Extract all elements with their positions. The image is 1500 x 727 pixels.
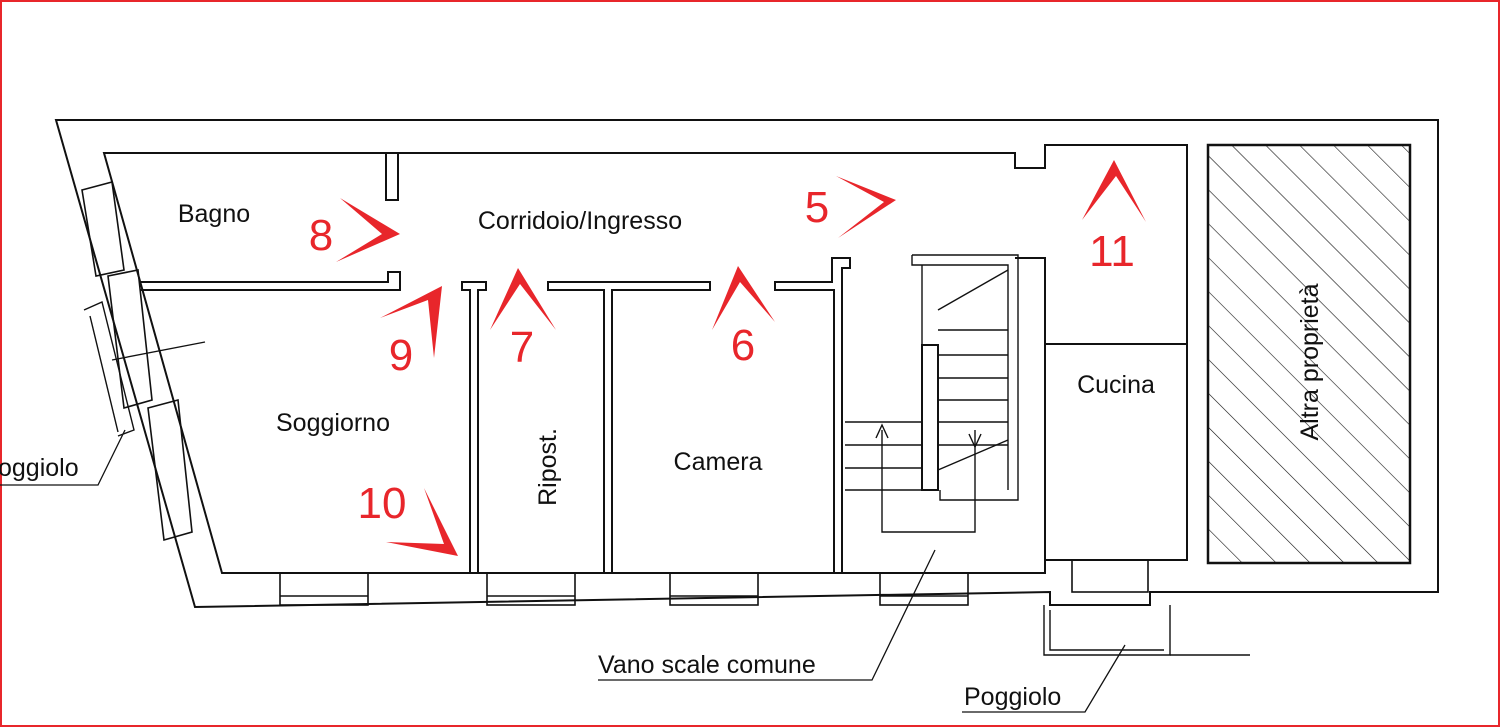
room-label-corridoio: Corridoio/Ingresso <box>478 207 682 235</box>
left-windows <box>81 180 193 542</box>
view-arrow-5 <box>836 176 896 238</box>
view-arrow-9 <box>380 286 442 358</box>
marker-label-11: 11 <box>1089 227 1135 276</box>
marker-label-9: 9 <box>389 331 413 380</box>
callout-poggiolo-bottom: Poggiolo <box>964 683 1061 711</box>
room-label-bagno: Bagno <box>178 200 250 228</box>
room-label-altra-proprieta: Altra proprietà <box>1296 283 1324 440</box>
bottom-balcony <box>1043 605 1250 656</box>
view-arrow-11 <box>1082 160 1146 222</box>
marker-label-7: 7 <box>510 323 534 372</box>
view-markers <box>336 160 1146 556</box>
wall-stairs-kitchen <box>1015 257 1046 560</box>
staircase <box>845 254 1019 533</box>
outer-wall <box>54 119 1439 609</box>
view-arrow-7 <box>490 268 556 330</box>
left-balcony <box>83 301 206 437</box>
marker-label-6: 6 <box>731 321 755 370</box>
inner-wall <box>102 144 1188 574</box>
altra-proprieta-area <box>1206 143 1412 565</box>
wall-soggiorno-ripost <box>461 281 487 574</box>
leader-lines <box>0 429 1126 713</box>
marker-label-8: 8 <box>309 211 333 260</box>
marker-label-10: 10 <box>358 479 407 528</box>
callout-vano-scale: Vano scale comune <box>598 651 816 679</box>
callout-poggiolo-left: oggiolo <box>0 454 79 482</box>
room-label-ripostiglio: Ripost. <box>534 428 562 506</box>
room-label-soggiorno: Soggiorno <box>276 409 390 437</box>
wall-camera-top <box>774 257 851 574</box>
wall-bagno-soggiorno <box>140 271 401 291</box>
room-label-camera: Camera <box>674 448 763 476</box>
wall-bagno-stub <box>385 153 399 201</box>
marker-label-5: 5 <box>805 183 829 232</box>
view-arrow-10 <box>386 488 458 556</box>
wall-ripost-top <box>547 281 711 574</box>
view-arrow-6 <box>712 266 775 330</box>
view-arrow-8 <box>336 198 400 262</box>
room-label-cucina: Cucina <box>1077 371 1155 399</box>
